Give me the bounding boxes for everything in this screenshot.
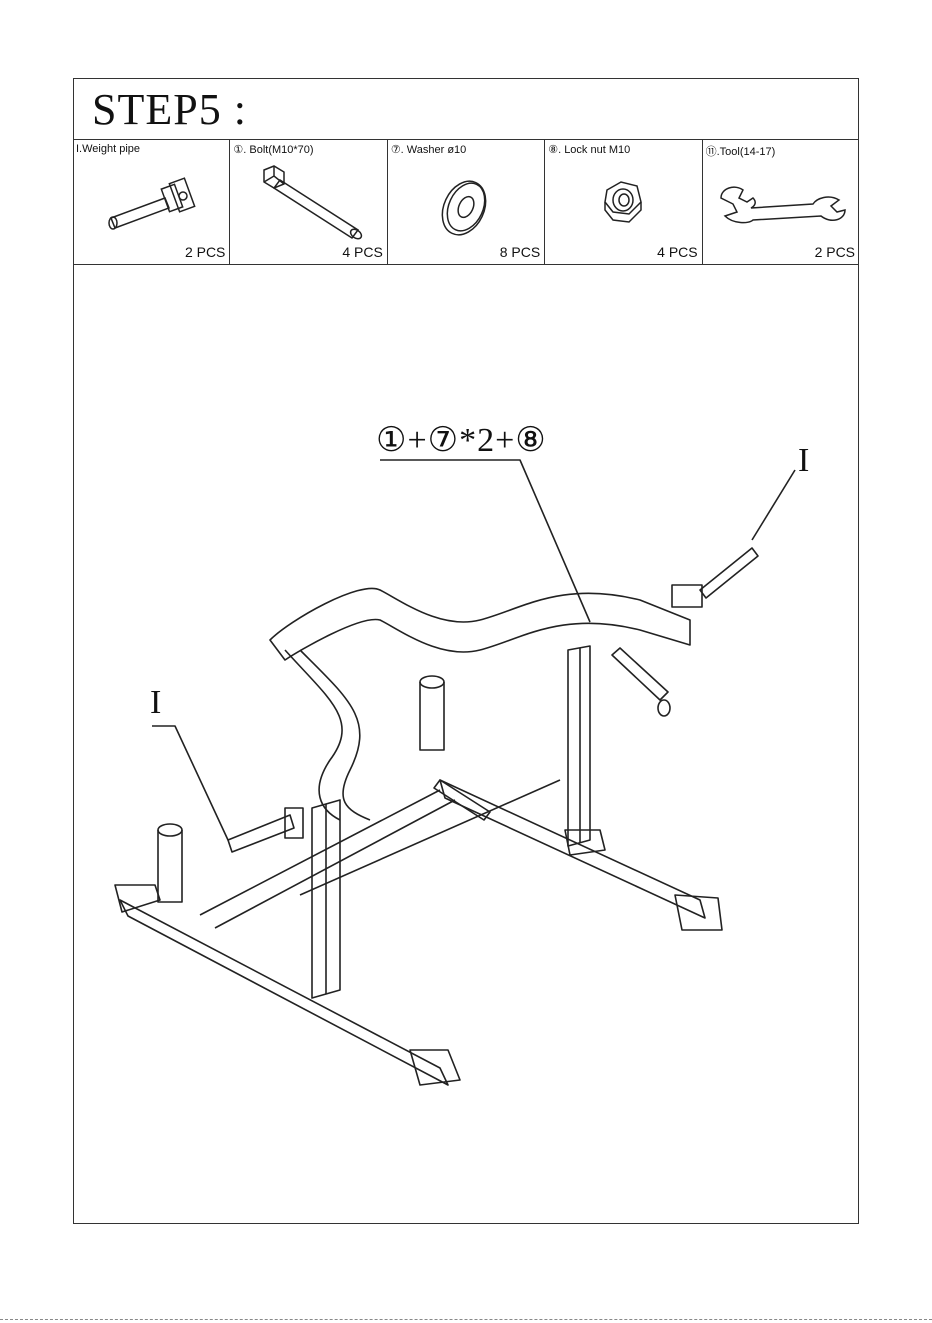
left-weight-pipe xyxy=(228,815,294,852)
rear-base-bar xyxy=(440,780,705,918)
plate-post-right xyxy=(420,676,444,688)
label-weight-pipe-right: I xyxy=(798,442,809,480)
right-upright xyxy=(568,646,590,846)
front-base-bar xyxy=(120,900,448,1085)
callout-leader-right xyxy=(752,470,795,540)
callout-leader-combo xyxy=(380,460,590,622)
plate-post-left xyxy=(158,824,182,836)
label-weight-pipe-left: I xyxy=(150,684,161,722)
callout-leader-left xyxy=(152,726,228,840)
bottom-divider xyxy=(0,1319,932,1320)
right-weight-pipe xyxy=(612,648,668,700)
callout-bolt-washer-nut: ①+⑦*2+⑧ xyxy=(376,420,547,460)
top-rail xyxy=(270,588,690,660)
